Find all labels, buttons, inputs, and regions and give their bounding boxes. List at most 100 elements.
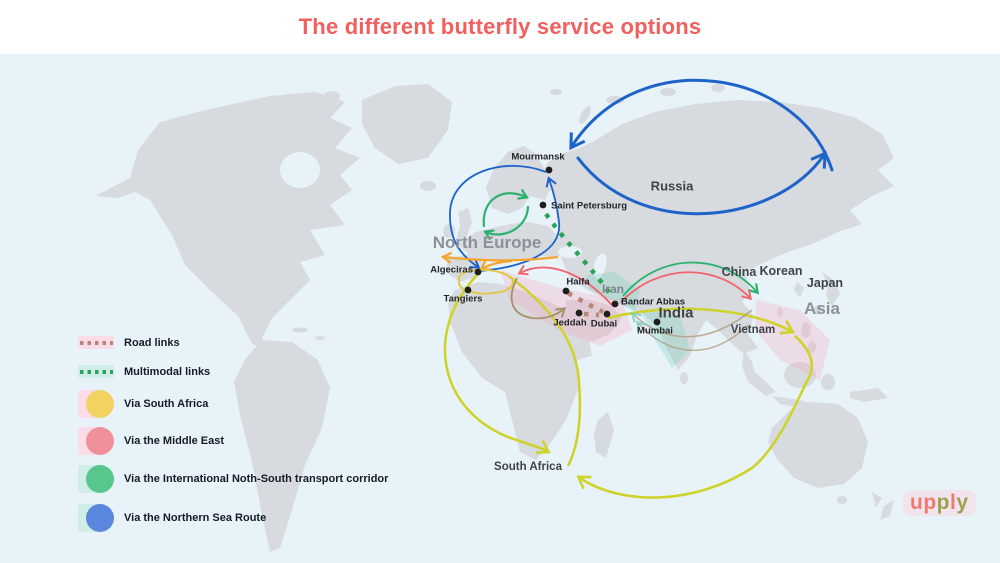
logo-letter: l [949,491,957,514]
route-suez-north-europe [440,251,559,264]
route-asia-return-2 [635,320,749,351]
route-north-europe-loop-bottom [483,205,530,241]
city-dot-mourmansk [545,166,553,174]
circle-icon [86,465,114,493]
great-britain [456,208,472,240]
route-west-africa-arc [443,274,551,454]
legend-row-via-middle-east: Via the Middle East [78,427,224,455]
continents [96,84,894,552]
via-instc-circle-icon [78,465,124,493]
legend-row-multimodal-links: Multimodal links [78,365,210,379]
tasmania [837,496,847,504]
multimodal-links-dots-icon [78,365,124,379]
caribbean-islands [315,336,325,340]
philippines [808,341,816,353]
arctic-island [660,88,676,96]
route-northern-sea-bottom [576,151,827,216]
route-indian-ocean-loop [576,335,814,499]
legend-label: Multimodal links [124,366,211,378]
header-band: The different butterfly service options [0,0,1000,54]
iceland [420,181,436,191]
route-europe-loop-east [479,176,560,272]
taiwan [777,307,783,317]
route-east-africa-line [509,275,582,467]
dotted-line-icon [80,370,113,374]
new-zealand [880,500,894,520]
arctic-island [711,84,725,92]
route-north-europe-loop-top [482,188,529,228]
legend-row-via-instc: Via the International Noth-South transpo… [78,465,388,493]
sri-lanka [680,372,688,384]
greenland [362,84,452,164]
city-dot-tangiers [464,286,472,294]
city-dot-haifa [562,287,570,295]
svalbard [550,89,562,95]
arctic-island [303,113,321,123]
route-middle-east-east [620,271,752,303]
city-dot-mumbai [653,318,661,326]
legend-label: Via the International Noth-South transpo… [124,473,389,485]
sumatra [742,362,776,396]
scandinavia [486,146,552,214]
north-america [96,92,360,352]
caribbean-islands [292,327,308,333]
legend-row-via-south-africa: Via South Africa [78,390,208,418]
legend-row-via-northern-sea-route: Via the Northern Sea Route [78,504,266,532]
logo-letter: u [910,491,924,514]
new-zealand [872,492,882,508]
via-middle-east-circle-icon [78,427,124,455]
korea-peninsula [794,282,804,298]
city-dot-bandar-abbas [611,300,619,308]
novaya-zemlya [579,105,591,125]
page-title: The different butterfly service options [298,14,702,39]
city-dot-algeciras [474,268,482,276]
city-dot-saint-petersburg [539,201,547,209]
route-middle-east-west [517,264,613,306]
logo-letter: p [923,491,937,514]
arctic-island [274,123,290,133]
via-south-africa-circle-icon [78,390,124,418]
city-dot-jeddah [575,309,583,317]
legend-label: Via South Africa [124,398,209,410]
logo-letter: y [956,491,969,514]
upply-logo: upply [903,490,976,516]
logo-letter: p [936,491,950,514]
road-links-dots-icon [78,336,124,350]
route-instc-east [622,261,760,297]
inland-seas [280,152,607,279]
route-northern-sea-top [569,78,834,172]
japan-island [814,305,822,315]
routes-layer [440,78,834,499]
route-india-vietnam-arc [607,307,795,335]
route-road-haifa-dubai [566,291,605,315]
route-road-jeddah-dubai [583,311,600,318]
via-northern-sea-route-circle-icon [78,504,124,532]
legend-label: Via the Middle East [124,435,225,447]
legend-row-road-links: Road links [78,336,180,350]
caspian-sea [593,253,607,279]
tint-india-teal [640,310,690,368]
hudson-bay [280,152,320,188]
japan-islands [822,272,840,306]
eurasia [540,100,894,370]
legend-label: Via the Northern Sea Route [124,512,267,524]
route-multimodal-link [544,212,614,299]
new-guinea [850,388,888,402]
city-dot-dubai [603,310,611,318]
philippines [801,322,811,338]
route-algeciras-branch [479,259,513,271]
arctic-island [246,105,270,119]
africa [448,282,592,460]
dotted-line-icon [80,341,113,345]
sulawesi [821,374,835,390]
south-america [234,340,330,552]
route-europe-loop-west [449,164,547,269]
arctic-island [324,91,340,101]
route-middle-east-return [510,277,567,320]
circle-icon [86,504,114,532]
legend-label: Road links [124,337,180,349]
circle-icon [86,427,114,455]
madagascar [594,412,614,458]
